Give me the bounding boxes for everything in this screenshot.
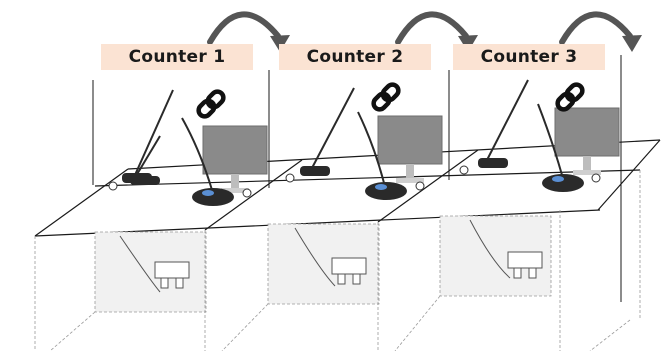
connector-icon — [108, 165, 601, 198]
partition-lines — [92, 55, 622, 302]
counter-2-label: Counter 2 — [279, 44, 431, 70]
gooseneck-microphone-icon — [134, 79, 529, 176]
curved-arrow-icon — [207, 11, 633, 45]
arrowhead-icon — [270, 35, 642, 52]
under-desk-areas — [94, 215, 552, 313]
cables — [119, 219, 511, 293]
desk-speaker-unit-icon — [181, 103, 584, 206]
counter-3-label: Counter 3 — [453, 44, 605, 70]
link-icon — [196, 89, 226, 119]
monitor-icon — [554, 107, 620, 176]
link-icon — [555, 82, 585, 112]
lower-frame-lines — [34, 170, 641, 351]
counter-1-label: Counter 1 — [101, 44, 253, 70]
mic-base-icon — [122, 158, 508, 183]
monitor-icon — [377, 115, 443, 184]
link-icon — [371, 82, 401, 112]
